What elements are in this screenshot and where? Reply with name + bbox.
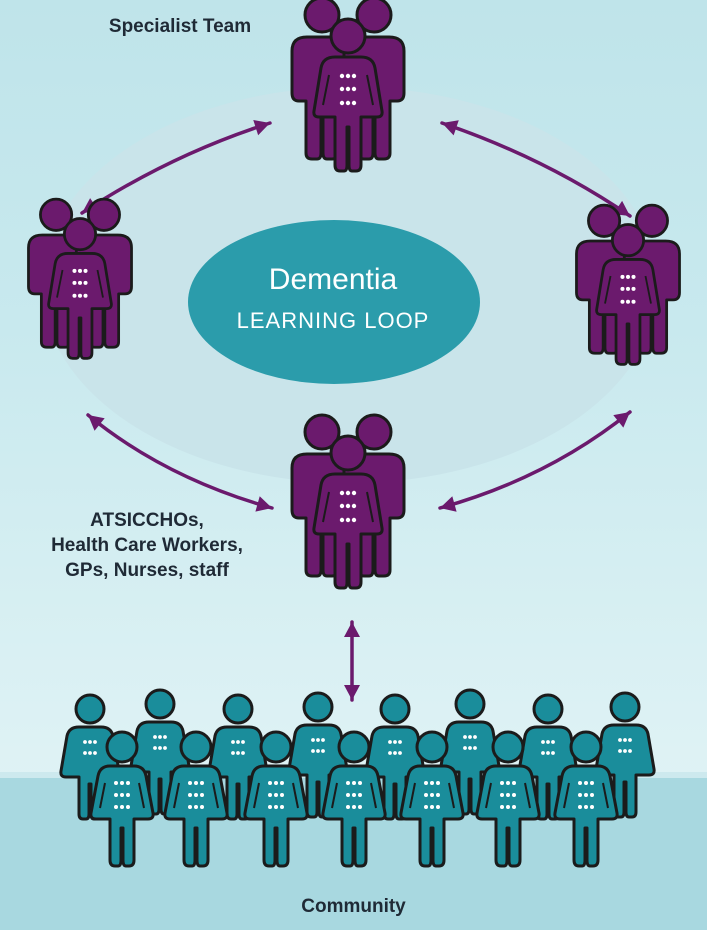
diagram-subtitle: LEARNING LOOP xyxy=(236,308,430,333)
double-headed-arrow-icon xyxy=(440,121,632,218)
center-oval xyxy=(188,220,480,384)
community-label: Community xyxy=(301,896,406,917)
health-workers-label-line: GPs, Nurses, staff xyxy=(65,560,229,581)
diagram-title: Dementia xyxy=(268,263,398,296)
right-team-icon xyxy=(576,205,679,364)
double-headed-arrow-icon xyxy=(438,410,632,510)
specialist-team-label: Specialist Team xyxy=(108,16,252,37)
arrowhead-icon xyxy=(613,412,630,428)
specialist-team-icon xyxy=(292,0,404,171)
arrowhead-icon xyxy=(344,685,360,700)
arrowhead-icon xyxy=(440,496,457,512)
health-workers-label-line: ATSICCHOs, xyxy=(90,510,204,531)
arrowhead-icon xyxy=(88,415,105,431)
arrowhead-icon xyxy=(442,120,459,136)
arrowhead-icon xyxy=(253,119,270,136)
arrowhead-icon xyxy=(255,496,272,512)
health-workers-label-line: Health Care Workers, xyxy=(51,535,243,556)
health-workers-team-icon xyxy=(292,415,404,588)
double-headed-arrow-icon xyxy=(86,413,274,510)
health-workers-label: ATSICCHOs, Health Care Workers, GPs, Nur… xyxy=(12,508,282,583)
arrowhead-icon xyxy=(344,622,360,637)
left-team-icon xyxy=(28,199,131,358)
